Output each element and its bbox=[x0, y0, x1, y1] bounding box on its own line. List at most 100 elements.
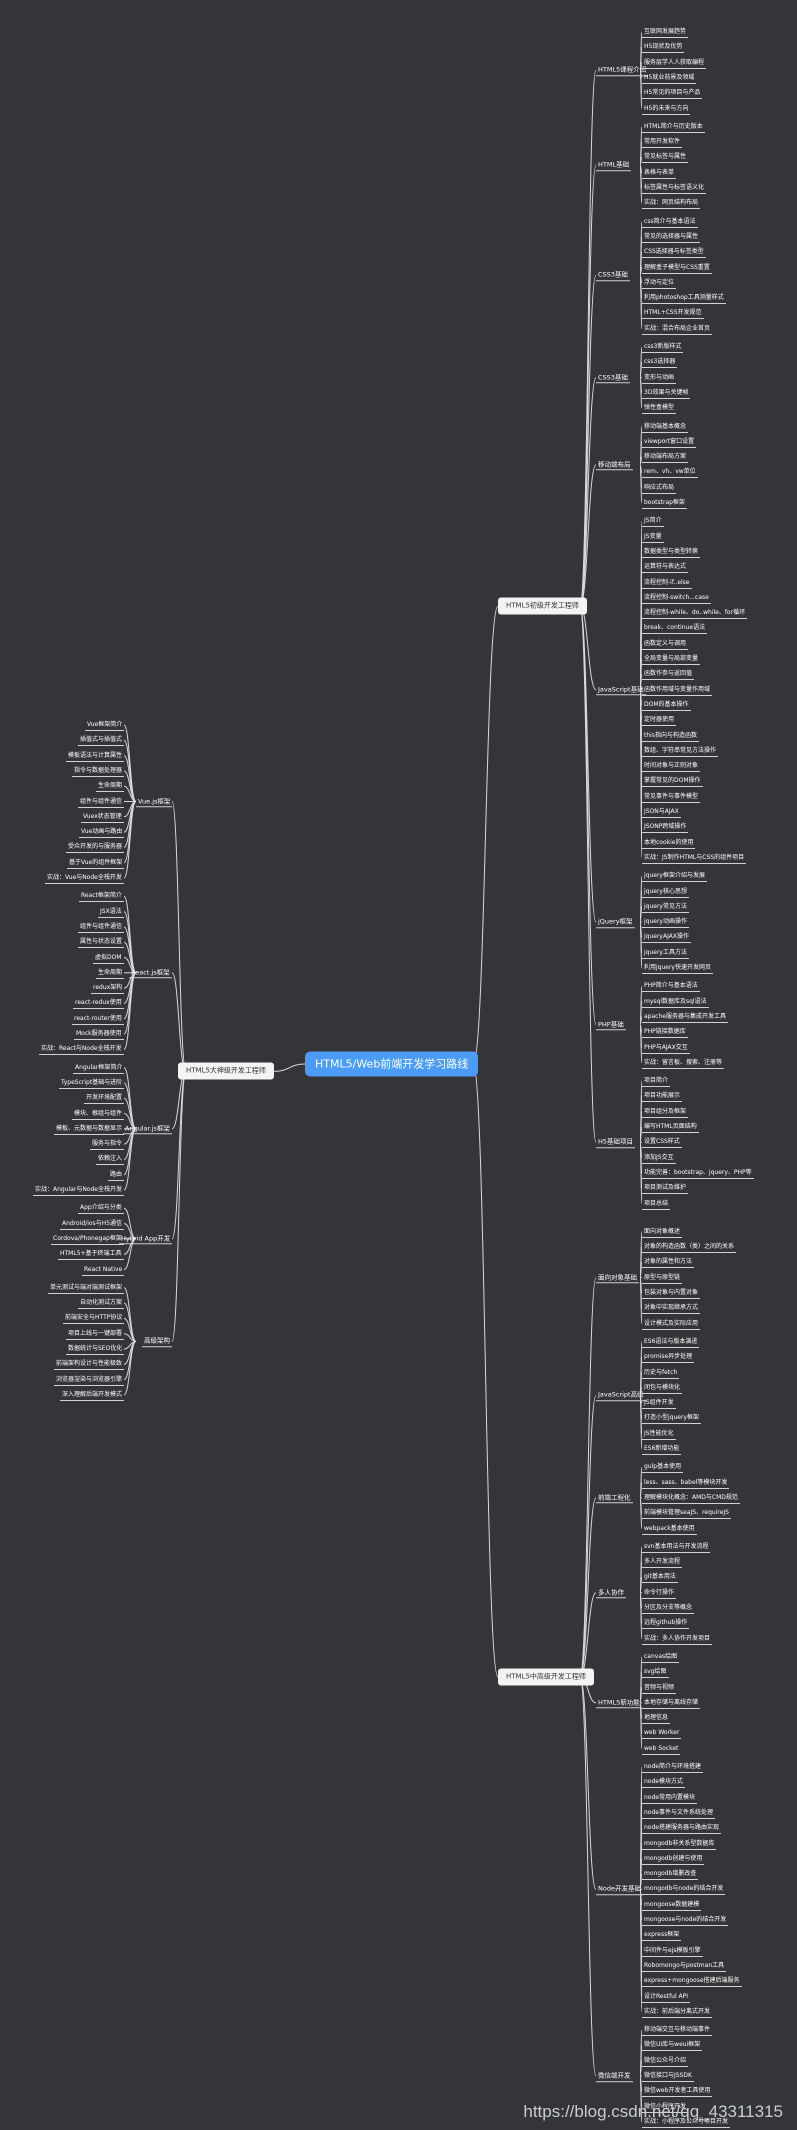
leaf-node: css简介与基本语法 bbox=[642, 216, 698, 228]
leaf-node: canvas绘图 bbox=[642, 1651, 680, 1663]
leaf-node: 微信UI库与weui框架 bbox=[642, 2039, 703, 2052]
leaf-node: 表格与表单 bbox=[642, 167, 677, 179]
category-node: Angular.js框架 bbox=[123, 1123, 172, 1135]
leaf-node: 分区及分支等概念 bbox=[642, 1602, 695, 1614]
leaf-node: JS简介 bbox=[642, 515, 664, 528]
leaf-node: Vuex状态管理 bbox=[81, 811, 124, 823]
leaf-node: Cordova/Phonegap框架 bbox=[51, 1233, 124, 1245]
root-topic: HTML5/Web前端开发学习路线 bbox=[305, 1051, 479, 1077]
main-branch: HTML5初级开发工程师 bbox=[498, 597, 587, 615]
leaf-node: 3D效果与关键帧 bbox=[642, 387, 691, 399]
leaf-node: 数据统计与SEO优化 bbox=[66, 1343, 125, 1355]
leaf-node: 移动端交互与移动端事件 bbox=[642, 2024, 713, 2037]
leaf-node: 微信小程序开发 bbox=[642, 2101, 689, 2113]
leaf-node: 理解盒子模型与CSS重置 bbox=[642, 262, 712, 274]
leaf-node: svg绘图 bbox=[642, 1666, 669, 1679]
leaf-link bbox=[639, 164, 643, 204]
leaf-node: 数据类型与类型转换 bbox=[642, 546, 701, 558]
category-node: Hybrid App开发 bbox=[119, 1233, 173, 1245]
leaf-node: 项目总结 bbox=[642, 1198, 671, 1210]
leaf-node: 利用jquery快速开发网页 bbox=[642, 962, 713, 974]
leaf-link bbox=[639, 1497, 643, 1529]
branch-link bbox=[579, 1394, 597, 1678]
leaf-node: 前端安全与HTTP协议 bbox=[63, 1312, 125, 1325]
category-node: CSS3基础 bbox=[596, 372, 630, 384]
leaf-node: 实战：多人协作开发项目 bbox=[642, 1633, 713, 1645]
leaf-link bbox=[639, 69, 643, 109]
leaf-link bbox=[639, 1592, 643, 1640]
leaf-node: 自动化测试方案 bbox=[78, 1297, 125, 1310]
leaf-node: 对象的属性和方法 bbox=[642, 1256, 695, 1269]
category-node: React.js框架 bbox=[129, 967, 172, 979]
leaf-node: React Native bbox=[82, 1264, 125, 1276]
leaf-node: 依赖注入 bbox=[96, 1153, 125, 1166]
leaf-node: 浮动与定位 bbox=[642, 277, 677, 289]
leaf-node: 虚拟DOM bbox=[93, 952, 124, 964]
leaf-link bbox=[123, 972, 137, 1050]
leaf-node: H5的未来与方向 bbox=[642, 103, 691, 115]
leaf-node: viewport窗口设置 bbox=[642, 436, 697, 448]
leaf-node: 移动端基本概念 bbox=[642, 421, 689, 433]
leaf-node: jquery工具方法 bbox=[642, 947, 689, 959]
leaf-node: 受众开发的与服务器 bbox=[66, 841, 125, 854]
leaf-node: react-router使用 bbox=[72, 1013, 124, 1025]
leaf-node: node事件与文件系统处理 bbox=[642, 1807, 715, 1819]
leaf-node: 微信接口与JSSDK bbox=[642, 2070, 694, 2082]
leaf-node: 常用开发软件 bbox=[642, 136, 683, 149]
category-node: 面向对象基础 bbox=[596, 1272, 639, 1284]
leaf-link bbox=[639, 1394, 643, 1450]
leaf-node: 实战：Angular与Node全栈开发 bbox=[33, 1184, 124, 1196]
leaf-node: jquery动画操作 bbox=[642, 916, 689, 929]
leaf-node: 命令行操作 bbox=[642, 1587, 677, 1599]
leaf-node: break、continue语法 bbox=[642, 622, 708, 635]
leaf-node: git基本用法 bbox=[642, 1571, 678, 1584]
leaf-node: 历史与fetch bbox=[642, 1367, 680, 1379]
category-node: 多人协作 bbox=[596, 1587, 626, 1599]
leaf-node: 函数定义与调用 bbox=[642, 638, 689, 650]
leaf-node: 项目测试及维护 bbox=[642, 1182, 689, 1195]
leaf-node: 对象的构造函数（类）之间的关系 bbox=[642, 1241, 737, 1254]
leaf-node: 掌握常见的DOM操作 bbox=[642, 775, 703, 788]
leaf-node: JS组件开发 bbox=[642, 1397, 676, 1410]
root-link bbox=[273, 1063, 306, 1072]
leaf-node: ES6语法与版本演进 bbox=[642, 1336, 700, 1348]
leaf-link bbox=[639, 1141, 643, 1204]
leaf-node: 开发环境配置 bbox=[84, 1092, 125, 1105]
category-node: CSS3基础 bbox=[596, 269, 630, 281]
leaf-node: 深入理解后端开发模式 bbox=[60, 1389, 125, 1401]
leaf-node: 指令与数据处理器 bbox=[72, 765, 125, 777]
leaf-node: 全局变量与局部变量 bbox=[642, 653, 701, 665]
leaf-node: H5常见的项目与产品 bbox=[642, 87, 703, 100]
leaf-node: 面向对象概述 bbox=[642, 1226, 683, 1238]
leaf-node: 互联网发展趋势 bbox=[642, 26, 689, 38]
category-node: JavaScript高级 bbox=[596, 1390, 646, 1402]
leaf-node: mongodb与node的结合开发 bbox=[642, 1883, 726, 1896]
leaf-link bbox=[639, 921, 643, 969]
leaf-node: 模板语法与计算属性 bbox=[66, 750, 125, 762]
leaf-node: web Worker bbox=[642, 1727, 682, 1740]
leaf-node: react-redux使用 bbox=[73, 997, 124, 1010]
leaf-node: 项目简介 bbox=[642, 1075, 671, 1088]
leaf-node: 设计模式及实际应用 bbox=[642, 1318, 701, 1330]
leaf-node: 前端模块管理seaJS、requireJS bbox=[642, 1507, 731, 1520]
leaf-node: JSX语法 bbox=[98, 906, 124, 918]
leaf-node: this指向与构造函数 bbox=[642, 730, 699, 742]
leaf-node: 常见的选择器与属性 bbox=[642, 231, 701, 243]
leaf-node: jquery框架介绍与发展 bbox=[642, 870, 707, 883]
leaf-node: jquery常见方法 bbox=[642, 901, 689, 913]
leaf-node: 原型与原型链 bbox=[642, 1272, 683, 1284]
branch-link bbox=[579, 1676, 597, 2077]
leaf-link bbox=[639, 1702, 643, 1750]
leaf-node: node简介与环境搭建 bbox=[642, 1761, 703, 1773]
leaf-link bbox=[639, 1024, 643, 1064]
leaf-link bbox=[639, 1277, 643, 1325]
branch-link bbox=[171, 801, 187, 1072]
leaf-node: 数组、字符串常见方法操作 bbox=[642, 745, 719, 757]
category-node: PHP基础 bbox=[596, 1019, 626, 1031]
leaf-node: PHP链接数据库 bbox=[642, 1026, 688, 1039]
leaf-node: mongoose与node的结合开发 bbox=[642, 1914, 729, 1926]
category-node: 前端工程化 bbox=[596, 1492, 633, 1504]
leaf-node: 时间对象与正则对象 bbox=[642, 760, 701, 773]
